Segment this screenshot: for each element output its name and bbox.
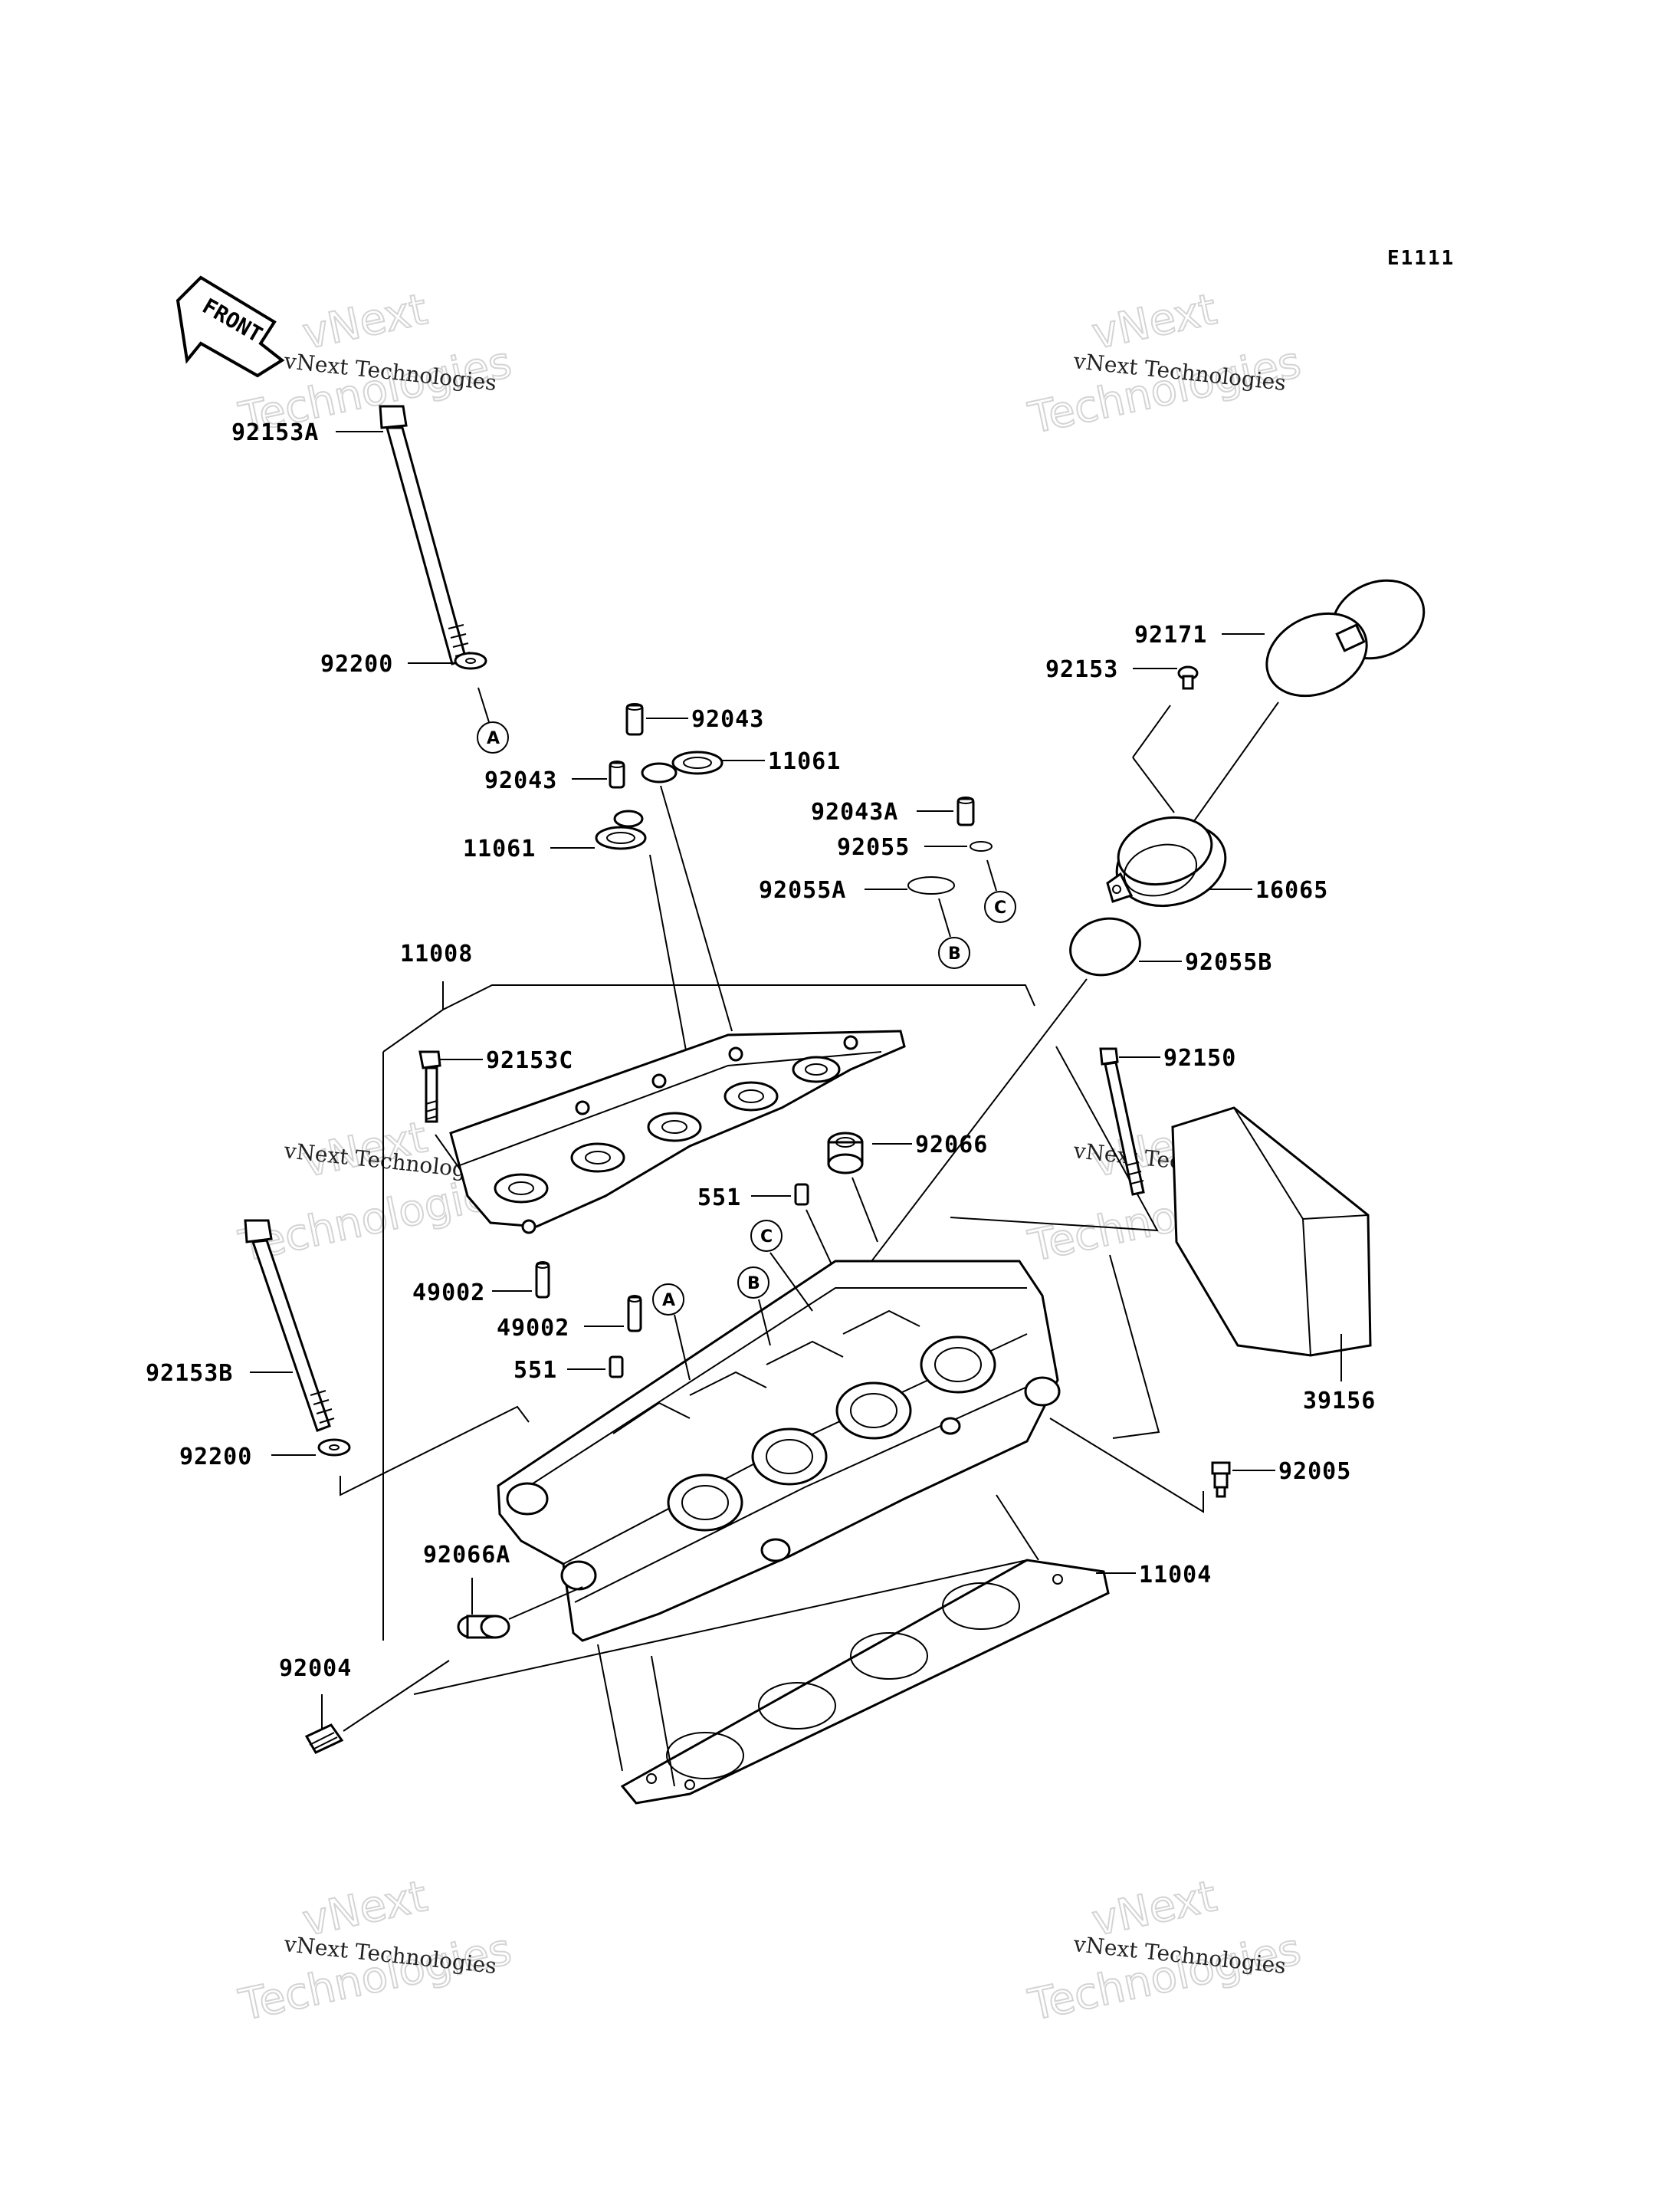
svg-text:vNext: vNext bbox=[298, 284, 431, 360]
dowel-92043-lower-icon bbox=[609, 760, 625, 789]
dowel-92043-upper-icon bbox=[625, 703, 644, 736]
callout-a-head: A bbox=[652, 1283, 684, 1316]
bolt-92153A-icon bbox=[379, 405, 471, 665]
valve-guide-49002-lower-icon bbox=[627, 1295, 642, 1332]
label-92066: 92066 bbox=[915, 1132, 988, 1158]
svg-text:vNext: vNext bbox=[1088, 284, 1221, 360]
label-16065: 16065 bbox=[1255, 877, 1328, 904]
svg-text:A: A bbox=[487, 729, 500, 748]
label-39156: 39156 bbox=[1303, 1388, 1376, 1414]
oring-92055-icon bbox=[970, 841, 993, 852]
bolt-92150-icon bbox=[1099, 1047, 1145, 1196]
dowel-551-upper-icon bbox=[794, 1183, 809, 1206]
plug-92066A-icon bbox=[457, 1615, 510, 1639]
svg-text:B: B bbox=[747, 1274, 760, 1293]
bolt-92153C-icon bbox=[418, 1050, 441, 1123]
label-92043-upper: 92043 bbox=[691, 706, 764, 733]
label-92200-top: 92200 bbox=[320, 651, 393, 678]
label-49002-lower: 49002 bbox=[497, 1315, 569, 1342]
svg-text:C: C bbox=[994, 898, 1006, 918]
label-49002-upper: 49002 bbox=[412, 1280, 485, 1306]
cover-39156-icon bbox=[1171, 1106, 1372, 1357]
label-92153B: 92153B bbox=[146, 1360, 233, 1387]
label-11061-upper: 11061 bbox=[768, 748, 841, 775]
label-92055B: 92055B bbox=[1185, 949, 1272, 976]
label-92043-lower: 92043 bbox=[484, 767, 557, 794]
label-551-lower: 551 bbox=[514, 1357, 557, 1384]
label-92055A: 92055A bbox=[759, 877, 846, 904]
label-11008: 11008 bbox=[400, 941, 473, 967]
label-92153C: 92153C bbox=[486, 1047, 573, 1074]
clamp-92171-icon bbox=[1265, 579, 1426, 698]
seal-11061-upper-icon bbox=[641, 751, 724, 783]
watermark-bottom-left: vNext Technologies vNext Technologies bbox=[234, 1871, 516, 2032]
label-11061-lower: 11061 bbox=[463, 836, 536, 862]
dowel-551-lower-icon bbox=[609, 1355, 624, 1378]
callout-b-top: B bbox=[938, 937, 970, 969]
washer-92200-icon bbox=[454, 652, 487, 670]
label-92150: 92150 bbox=[1163, 1045, 1236, 1072]
cylinder-head-icon bbox=[497, 1260, 1061, 1642]
label-92171: 92171 bbox=[1134, 622, 1207, 649]
svg-text:C: C bbox=[760, 1227, 773, 1247]
stud-92004-icon bbox=[304, 1723, 344, 1754]
label-92043A: 92043A bbox=[811, 799, 898, 826]
label-551-upper: 551 bbox=[697, 1184, 741, 1211]
label-92153A: 92153A bbox=[231, 419, 319, 446]
label-92005: 92005 bbox=[1278, 1458, 1351, 1485]
fitting-92005-icon bbox=[1211, 1461, 1231, 1498]
callout-c-head: C bbox=[750, 1220, 783, 1252]
svg-text:A: A bbox=[662, 1291, 675, 1310]
label-92066A: 92066A bbox=[423, 1542, 510, 1569]
callout-c-top: C bbox=[984, 891, 1016, 923]
svg-text:B: B bbox=[948, 944, 961, 964]
bolt-92153B-icon bbox=[244, 1219, 335, 1432]
callout-b-head: B bbox=[737, 1266, 769, 1299]
callout-a-top: A bbox=[477, 721, 509, 754]
label-92200-lower: 92200 bbox=[179, 1444, 252, 1470]
washer-92200-lower-icon bbox=[317, 1438, 351, 1457]
label-11004: 11004 bbox=[1139, 1562, 1212, 1588]
label-92004: 92004 bbox=[279, 1655, 352, 1682]
oring-92055A-icon bbox=[907, 876, 955, 895]
watermark-bottom-right: vNext Technologies vNext Technologies bbox=[1023, 1871, 1305, 2032]
valve-guide-49002-upper-icon bbox=[535, 1261, 550, 1299]
oring-92055B-icon bbox=[1069, 917, 1141, 977]
funnel-16065-icon bbox=[1106, 816, 1227, 908]
cam-cap-icon bbox=[449, 1030, 906, 1234]
plug-92066-icon bbox=[827, 1132, 864, 1174]
label-92153: 92153 bbox=[1045, 656, 1118, 683]
front-arrow-icon: FRONT bbox=[176, 275, 285, 378]
seal-11061-lower-icon bbox=[595, 810, 647, 850]
watermark-top-right: vNext Technologies vNext Technologies bbox=[1023, 284, 1305, 445]
label-92055: 92055 bbox=[837, 834, 910, 861]
dowel-92043A-icon bbox=[956, 797, 975, 826]
diagram-code: E1111 bbox=[1387, 247, 1455, 270]
screw-92153-icon bbox=[1177, 665, 1199, 690]
